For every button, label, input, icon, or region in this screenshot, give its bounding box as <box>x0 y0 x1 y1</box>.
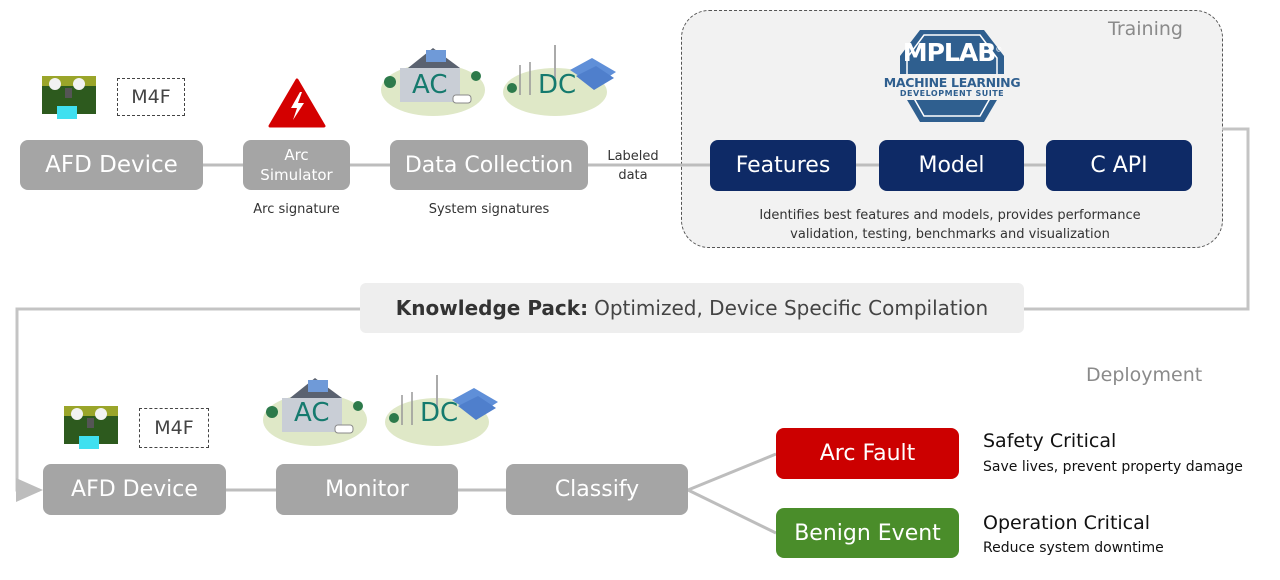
deployment-section-label: Deployment <box>1086 364 1203 386</box>
warning-lightning-icon <box>268 78 326 128</box>
safety-critical-description: Save lives, prevent property damage <box>983 459 1243 475</box>
mplab-ml-suite-logo: MPLAB® MACHINE LEARNING DEVELOPMENT SUIT… <box>876 28 1028 124</box>
node-c-api[interactable]: C API <box>1046 140 1192 191</box>
system-signatures-caption: System signatures <box>428 202 550 217</box>
ac-label-deployment: AC <box>294 398 330 428</box>
operation-critical-description: Reduce system downtime <box>983 540 1164 556</box>
dc-scene-illustration-deployment: DC <box>382 370 500 448</box>
connector-classify-arcfault <box>687 452 777 492</box>
connector-knowledge-pack-to-deployment <box>15 307 360 502</box>
m4f-chip-label-deployment: M4F <box>139 408 209 448</box>
training-section-label: Training <box>1108 18 1183 40</box>
afd-board-icon <box>42 76 96 120</box>
node-arc-fault[interactable]: Arc Fault <box>776 428 959 479</box>
afd-board-icon-deployment <box>64 406 118 450</box>
safety-critical-title: Safety Critical <box>983 430 1117 452</box>
node-benign-event[interactable]: Benign Event <box>776 508 959 558</box>
node-features[interactable]: Features <box>710 140 856 191</box>
knowledge-pack-banner: Knowledge Pack: Optimized, Device Specif… <box>360 283 1024 333</box>
dc-scene-illustration: DC <box>500 40 618 118</box>
connector-training-to-knowledge-pack <box>1024 127 1250 311</box>
operation-critical-title: Operation Critical <box>983 512 1151 534</box>
node-monitor[interactable]: Monitor <box>276 464 458 515</box>
knowledge-pack-title: Knowledge Pack: <box>395 296 589 320</box>
node-model[interactable]: Model <box>879 140 1024 191</box>
dc-label-deployment: DC <box>420 398 459 428</box>
trademark-symbol: ® <box>995 45 1002 54</box>
ac-label: AC <box>412 70 448 100</box>
node-afd-device-deployment[interactable]: AFD Device <box>43 464 226 515</box>
m4f-chip-label: M4F <box>117 78 185 116</box>
node-afd-device[interactable]: AFD Device <box>20 140 203 190</box>
node-classify[interactable]: Classify <box>506 464 688 515</box>
node-data-collection[interactable]: Data Collection <box>390 140 588 190</box>
training-panel-description: Identifies best features and models, pro… <box>759 208 1141 242</box>
arc-signature-caption: Arc signature <box>253 202 340 217</box>
logo-line-machine-learning: MACHINE LEARNING <box>883 75 1021 90</box>
knowledge-pack-description: Optimized, Device Specific Compilation <box>594 296 989 320</box>
node-arc-simulator[interactable]: Arc Simulator <box>243 140 350 190</box>
labeled-data-label: Labeled data <box>607 149 659 183</box>
ac-scene-illustration-deployment: AC <box>260 370 370 448</box>
logo-line-development-suite: DEVELOPMENT SUITE <box>899 89 1005 98</box>
mplab-brand: MPLAB <box>902 38 997 67</box>
dc-label: DC <box>538 70 577 100</box>
ac-scene-illustration: AC <box>378 40 488 118</box>
connector-classify-benign <box>687 488 777 535</box>
